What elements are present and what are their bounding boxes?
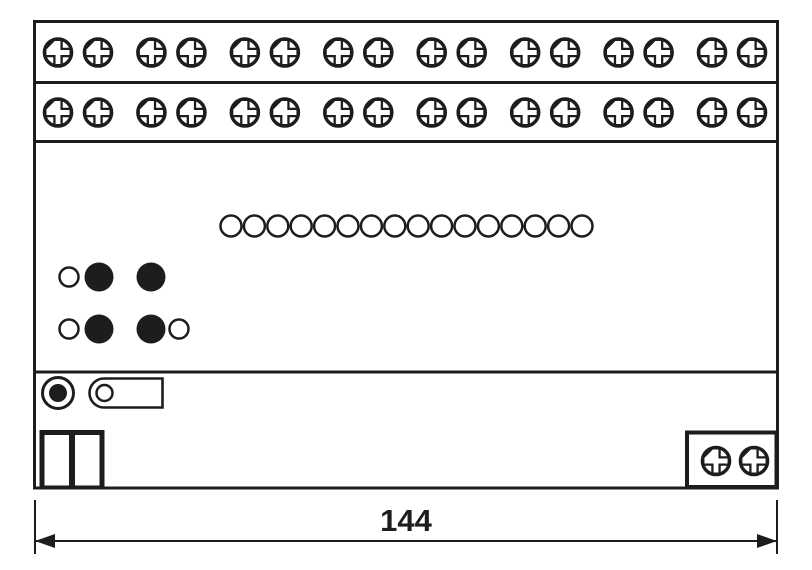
screw-terminal-icon [549,97,581,128]
screw-terminal-icon [700,445,732,477]
channel-led-icon [429,214,454,238]
channel-led-icon [453,214,477,238]
dimension-arrow-right-icon [757,534,777,548]
screw-terminal-icon [416,97,448,128]
screw-terminal-icon [696,97,728,128]
indicator-led-icon [168,318,190,340]
device-outline [33,20,779,490]
screw-terminal-icon [176,37,207,68]
channel-led-icon [406,214,430,238]
screw-terminal-icon [42,37,74,68]
screw-terminal-icon [362,37,394,68]
screw-terminal-icon [603,37,634,68]
screw-terminal-icon [136,37,167,68]
programming-led-icon [41,376,75,410]
screw-terminal-icon [643,37,674,68]
channel-led-icon [336,214,360,238]
programming-button-led-icon [95,383,114,403]
push-button [84,314,114,344]
channel-led-icon [289,214,313,238]
screw-terminal-icon [136,97,167,128]
channel-led-icon [359,214,384,238]
control-button-cluster [58,262,190,344]
dimension-label: 144 [380,503,432,538]
dimension-annotation: 144 [34,500,778,554]
screw-terminal-icon [736,97,768,128]
screw-terminal-icon [322,37,354,68]
device-front-view [33,20,779,490]
screw-terminal-icon [82,37,114,68]
channel-led-icon [219,214,243,238]
channel-led-icon [570,214,594,238]
screw-terminal-icon [736,37,768,68]
indicator-led-icon [58,318,80,340]
channel-led-icon [476,214,501,238]
screw-terminal-icon [269,97,301,128]
screw-terminal-icon [176,97,207,128]
channel-led-icon [383,214,407,238]
screw-terminal-icon [229,97,261,128]
screw-terminal-icon [456,37,488,68]
channel-led-icon [546,214,571,238]
bus-connector [39,430,105,489]
screw-terminal-icon [362,97,394,128]
push-button [136,262,166,292]
dimension-arrow-left-icon [35,534,55,548]
screw-terminal-icon [738,445,770,477]
screw-terminal-icon [509,97,541,128]
screw-terminal-icon [696,37,728,68]
programming-button [88,377,164,409]
terminal-row-top [42,37,768,68]
aux-terminal-block [685,430,779,489]
indicator-led-icon [58,266,80,288]
screw-terminal-icon [42,97,74,128]
bus-connector-slot [75,435,100,486]
screw-terminal-icon [82,97,114,128]
channel-led-icon [312,214,337,238]
channel-led-icon [242,214,267,238]
screw-terminal-icon [322,97,354,128]
screw-terminal-icon [229,37,261,68]
screw-terminal-icon [549,37,581,68]
channel-led-icon [266,214,290,238]
channel-led-icon [523,214,547,238]
channel-led-row [219,214,594,238]
screw-terminal-icon [269,37,301,68]
push-button [136,314,166,344]
bus-connector-slot [44,435,69,486]
channel-led-icon [500,214,524,238]
screw-terminal-icon [603,97,634,128]
screw-terminal-icon [416,37,448,68]
screw-terminal-icon [509,37,541,68]
screw-terminal-icon [643,97,674,128]
programming-controls [41,376,164,410]
terminal-row-bottom [42,97,768,128]
screw-terminal-icon [456,97,488,128]
push-button [84,262,114,292]
